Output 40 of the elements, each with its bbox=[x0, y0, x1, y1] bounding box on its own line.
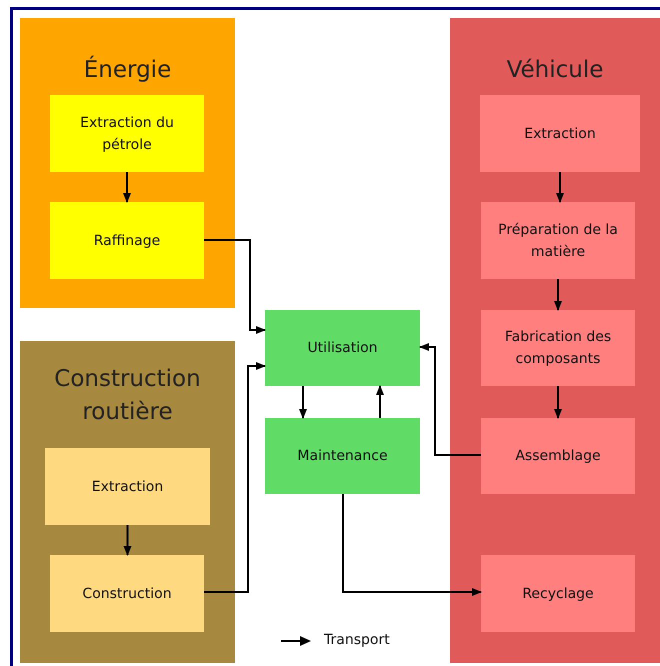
process-label: Fabrication des composants bbox=[504, 328, 612, 369]
process-box bbox=[481, 310, 635, 386]
arrow bbox=[554, 279, 562, 311]
arrow bbox=[419, 343, 481, 456]
group-panel bbox=[450, 18, 660, 663]
process-label: Préparation de la matière bbox=[497, 220, 619, 262]
arrow bbox=[123, 172, 131, 203]
process-box bbox=[481, 555, 635, 632]
group-title: Énergie bbox=[82, 54, 172, 85]
process-box bbox=[50, 555, 204, 632]
group-panel bbox=[20, 341, 235, 663]
process-label: Recyclage bbox=[522, 584, 594, 604]
group-title: Véhicule bbox=[506, 56, 604, 85]
process-box bbox=[50, 95, 204, 172]
group-panel bbox=[20, 18, 235, 308]
process-label: Extraction bbox=[524, 124, 596, 144]
process-box bbox=[480, 95, 640, 172]
arrow bbox=[204, 239, 266, 334]
arrow bbox=[554, 386, 562, 419]
process-box bbox=[50, 202, 204, 279]
arrow bbox=[556, 172, 564, 203]
process-box bbox=[481, 418, 635, 494]
process-label: Utilisation bbox=[307, 339, 378, 358]
process-label: Extraction bbox=[92, 478, 164, 496]
process-label: Construction bbox=[82, 584, 172, 604]
arrow bbox=[299, 386, 307, 419]
process-label: Maintenance bbox=[297, 447, 388, 466]
arrow bbox=[342, 494, 482, 596]
process-label: Assemblage bbox=[515, 447, 601, 466]
process-box bbox=[265, 310, 420, 386]
arrow bbox=[204, 362, 266, 593]
process-box bbox=[481, 202, 635, 279]
arrow bbox=[376, 385, 384, 418]
group-title: Construction routière bbox=[53, 365, 202, 427]
process-label: Extraction du pétrole bbox=[79, 114, 175, 154]
process-box bbox=[265, 418, 420, 494]
arrow bbox=[124, 525, 132, 556]
legend-label: Transport bbox=[324, 631, 390, 650]
process-box bbox=[45, 448, 210, 525]
process-label: Raffinage bbox=[94, 232, 160, 250]
